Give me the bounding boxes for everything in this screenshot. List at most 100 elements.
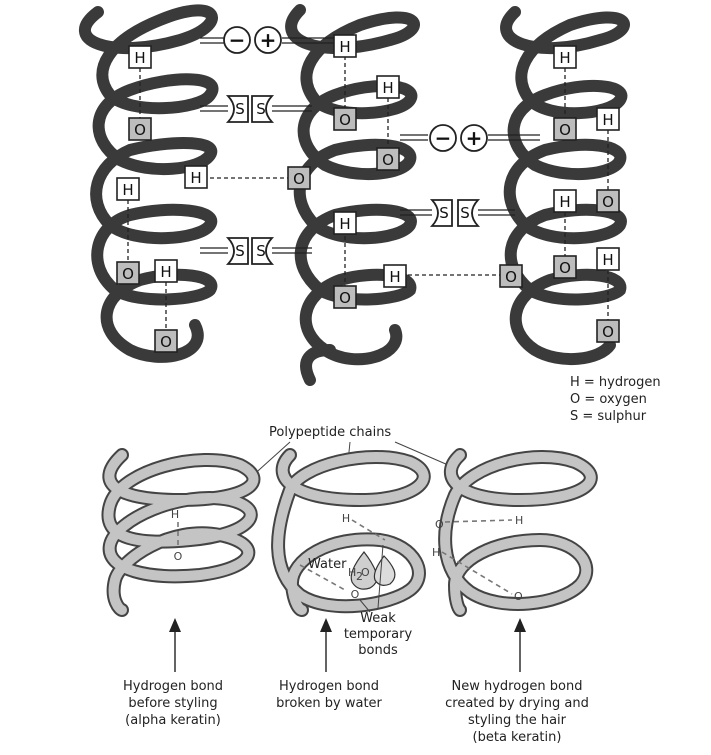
svg-text:O: O [134,121,146,139]
svg-text:O: O [382,151,394,169]
caption-alpha-keratin: Hydrogen bond before styling (alpha kera… [123,679,223,728]
hydrogen-atom: H [553,189,577,213]
minus-sign: − [435,126,452,150]
water-drop-icon [350,551,396,590]
svg-text:H: H [559,193,570,211]
hydrogen-atom: H [333,34,357,58]
svg-text:H: H [122,181,133,199]
polypeptide-chains-label: Polypeptide chains [269,425,391,440]
sulphur-label: S [256,242,266,260]
svg-text:H: H [382,79,393,97]
svg-text:O: O [602,323,614,341]
helix-chain-middle [285,4,420,386]
svg-text:(alpha keratin): (alpha keratin) [125,713,221,728]
svg-text:O: O [559,259,571,277]
hydrogen-atom: H [596,107,620,131]
arrow-3 [514,618,526,672]
svg-text:Hydrogen bond: Hydrogen bond [123,679,223,694]
arrow-2 [320,618,332,672]
oxygen-label: O [435,518,444,531]
weak-bonds-line2: temporary [344,627,413,642]
svg-text:H: H [134,49,145,67]
plus-sign: + [260,28,277,52]
svg-text:O: O [160,333,172,351]
svg-text:New hydrogen bond: New hydrogen bond [451,679,582,694]
svg-text:H: H [190,169,201,187]
caption-beta-keratin: New hydrogen bond created by drying and … [445,679,589,745]
disulphide-bond-1: S S [225,95,275,123]
oxygen-label: O [174,550,183,563]
coil-broken-by-water: H O Water H 2 O Weak temporary bonds [271,448,431,658]
oxygen-atom: O [499,264,523,288]
hydrogen-atoms: H H H H H H H H H H H H [116,34,620,288]
svg-text:H: H [602,251,613,269]
hydrogen-label: H [432,546,440,559]
legend: H = hydrogen O = oxygen S = sulphur [570,375,661,424]
bond-double-lines [200,37,540,254]
hydrogen-atom: H [553,45,577,69]
svg-text:(beta keratin): (beta keratin) [473,730,562,745]
hydrogen-atom: H [154,259,178,283]
svg-text:Hydrogen bond: Hydrogen bond [279,679,379,694]
svg-text:H: H [559,49,570,67]
oxygen-atoms: O O O O O O O O O O O O [116,107,620,353]
svg-text:O: O [339,111,351,129]
oxygen-atom: O [553,117,577,141]
coil-beta-keratin: O H H O [432,448,598,617]
sulphur-label: S [460,204,470,222]
weak-bonds-line1: Weak [360,611,396,626]
oxygen-atom: O [553,255,577,279]
weak-bonds-line3: bonds [358,643,398,658]
caption-broken-by-water: Hydrogen bond broken by water [276,679,382,711]
legend-sulphur: S = sulphur [570,409,647,424]
h2o-h: H [348,566,356,579]
hydrogen-label: H [515,514,523,527]
helix-chain-left [79,4,219,363]
svg-text:O: O [293,170,305,188]
hydrogen-atom: H [376,75,400,99]
water-label: Water [308,557,347,572]
hydrogen-atom: H [184,165,208,189]
svg-text:H: H [389,268,400,286]
ionic-bond-top: − + [223,26,282,54]
svg-text:styling the hair: styling the hair [468,713,567,728]
sulphur-label: S [256,100,266,118]
svg-text:O: O [505,268,517,286]
oxygen-atom: O [154,329,178,353]
sulphur-label: S [439,204,449,222]
svg-text:O: O [602,193,614,211]
sulphur-label: S [235,100,245,118]
oxygen-atom: O [287,166,311,190]
oxygen-atom: O [376,147,400,171]
svg-text:H: H [602,111,613,129]
oxygen-atom: O [333,107,357,131]
sulphur-label: S [235,242,245,260]
oxygen-atom: O [333,285,357,309]
oxygen-label: O [351,588,360,601]
hydrogen-label: H [171,508,179,521]
oxygen-atom: O [116,261,140,285]
minus-sign: − [229,28,246,52]
hydrogen-atom: H [596,247,620,271]
svg-text:H: H [339,215,350,233]
h2o-subscript: 2 [356,570,363,583]
arrow-1 [169,618,181,672]
hydrogen-bond-lines [127,56,609,330]
plus-sign: + [466,126,483,150]
hydrogen-atom: H [116,177,140,201]
legend-hydrogen: H = hydrogen [570,375,661,390]
svg-text:O: O [122,265,134,283]
hydrogen-atom: H [333,211,357,235]
svg-text:broken by water: broken by water [276,696,382,711]
svg-text:O: O [559,121,571,139]
h2o-o: O [361,566,370,579]
legend-oxygen: O = oxygen [570,392,647,407]
disulphide-bond-2: S S [225,237,275,265]
oxygen-atom: O [596,319,620,343]
oxygen-atom: O [128,117,152,141]
svg-text:H: H [160,263,171,281]
svg-text:before styling: before styling [128,696,217,711]
oxygen-atom: O [596,189,620,213]
disulphide-bond-3: S S [429,199,481,227]
